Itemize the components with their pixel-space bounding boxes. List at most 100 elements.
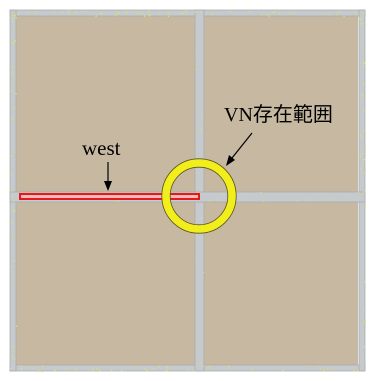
road-speckle <box>166 366 168 368</box>
road-speckle <box>197 192 200 194</box>
road-speckle <box>196 63 198 65</box>
road-speckle <box>201 116 203 118</box>
road-speckle <box>11 15 13 17</box>
road-speckle <box>62 12 64 14</box>
road-speckle <box>13 210 16 212</box>
road-speckle <box>327 368 329 370</box>
road-speckle <box>115 14 117 17</box>
road-speckle <box>198 100 200 102</box>
road-speckle <box>216 199 219 201</box>
road-speckle <box>317 365 319 367</box>
road-speckle <box>19 365 22 367</box>
road-speckle <box>12 345 14 348</box>
road-speckle <box>12 277 14 279</box>
road-speckle <box>272 11 275 14</box>
road-speckle <box>100 12 102 15</box>
road-speckle <box>362 152 364 155</box>
road-speckle <box>195 55 197 57</box>
road-speckle <box>10 173 12 176</box>
road-speckle <box>360 134 362 136</box>
road-speckle <box>260 192 262 194</box>
road-speckle <box>167 15 170 18</box>
road-speckle <box>327 194 329 196</box>
road-speckle <box>331 369 334 371</box>
road-speckle <box>353 370 355 372</box>
road-speckle <box>282 370 284 372</box>
road-speckle <box>361 193 364 195</box>
road-speckle <box>167 368 169 370</box>
road-speckle <box>361 95 364 97</box>
road-speckle <box>364 62 366 64</box>
road-speckle <box>12 73 15 75</box>
ground-blocks <box>15 15 358 366</box>
road-speckle <box>148 10 150 12</box>
road-speckle <box>363 82 365 85</box>
road-east-edge <box>358 9 366 372</box>
road-speckle <box>14 14 16 16</box>
road-speckle <box>363 345 366 348</box>
road-speckle <box>363 323 365 325</box>
road-speckle <box>12 284 14 286</box>
road-speckle <box>278 12 280 15</box>
road-speckle <box>179 12 182 14</box>
road-speckle <box>336 13 339 16</box>
road-speckle <box>296 200 299 202</box>
road-speckle <box>242 193 244 196</box>
road-speckle <box>199 146 201 148</box>
road-speckle <box>209 365 211 368</box>
road-speckle <box>152 368 155 370</box>
road-speckle <box>273 10 276 13</box>
road-speckle <box>17 13 19 15</box>
road-speckle <box>202 271 205 274</box>
road-speckle <box>158 13 161 15</box>
road-speckle <box>167 13 169 15</box>
road-speckle <box>12 41 14 43</box>
vn-range-circle <box>162 159 236 233</box>
vn-range-label: VN存在範囲 <box>224 103 333 126</box>
road-speckle <box>11 71 14 73</box>
road-speckle <box>10 190 12 192</box>
road-speckle <box>329 14 331 16</box>
road-speckle <box>91 368 93 371</box>
road-speckle <box>202 365 204 367</box>
road-speckle <box>54 369 56 372</box>
road-speckle <box>230 10 232 12</box>
road-speckle <box>117 200 119 202</box>
road-speckle <box>322 13 324 15</box>
road-speckle <box>34 11 36 13</box>
road-speckle <box>364 320 366 322</box>
road-speckle <box>135 366 137 369</box>
road-speckle <box>308 365 310 367</box>
road-speckle <box>207 368 209 370</box>
road-speckle <box>11 221 13 224</box>
road-speckle <box>13 151 16 153</box>
road-speckle <box>10 265 13 268</box>
road-speckle <box>13 29 15 31</box>
road-speckle <box>359 153 361 155</box>
vn-range-circle-outer-edge <box>161 158 237 234</box>
road-speckle <box>11 20 14 22</box>
road-speckle <box>28 12 30 14</box>
road-speckle <box>149 14 152 16</box>
ground-block-nw <box>15 15 195 192</box>
west-arrowhead <box>104 181 112 191</box>
road-speckle <box>266 13 268 16</box>
road-speckles <box>10 10 367 373</box>
road-speckle <box>141 12 143 15</box>
road-speckle <box>306 199 308 201</box>
west-road-core <box>21 195 198 198</box>
road-speckle <box>343 15 345 18</box>
road-speckle <box>195 258 198 260</box>
road-speckle <box>120 369 123 372</box>
road-speckle <box>10 90 13 93</box>
road-speckle <box>168 12 171 14</box>
road-speckle <box>118 12 120 14</box>
road-speckle <box>185 10 187 12</box>
ground-block-sw <box>15 202 195 366</box>
road-speckle <box>359 156 361 158</box>
road-speckle <box>146 369 148 372</box>
road-speckle <box>197 343 199 345</box>
road-speckle <box>32 367 35 369</box>
road-speckle <box>101 13 103 15</box>
